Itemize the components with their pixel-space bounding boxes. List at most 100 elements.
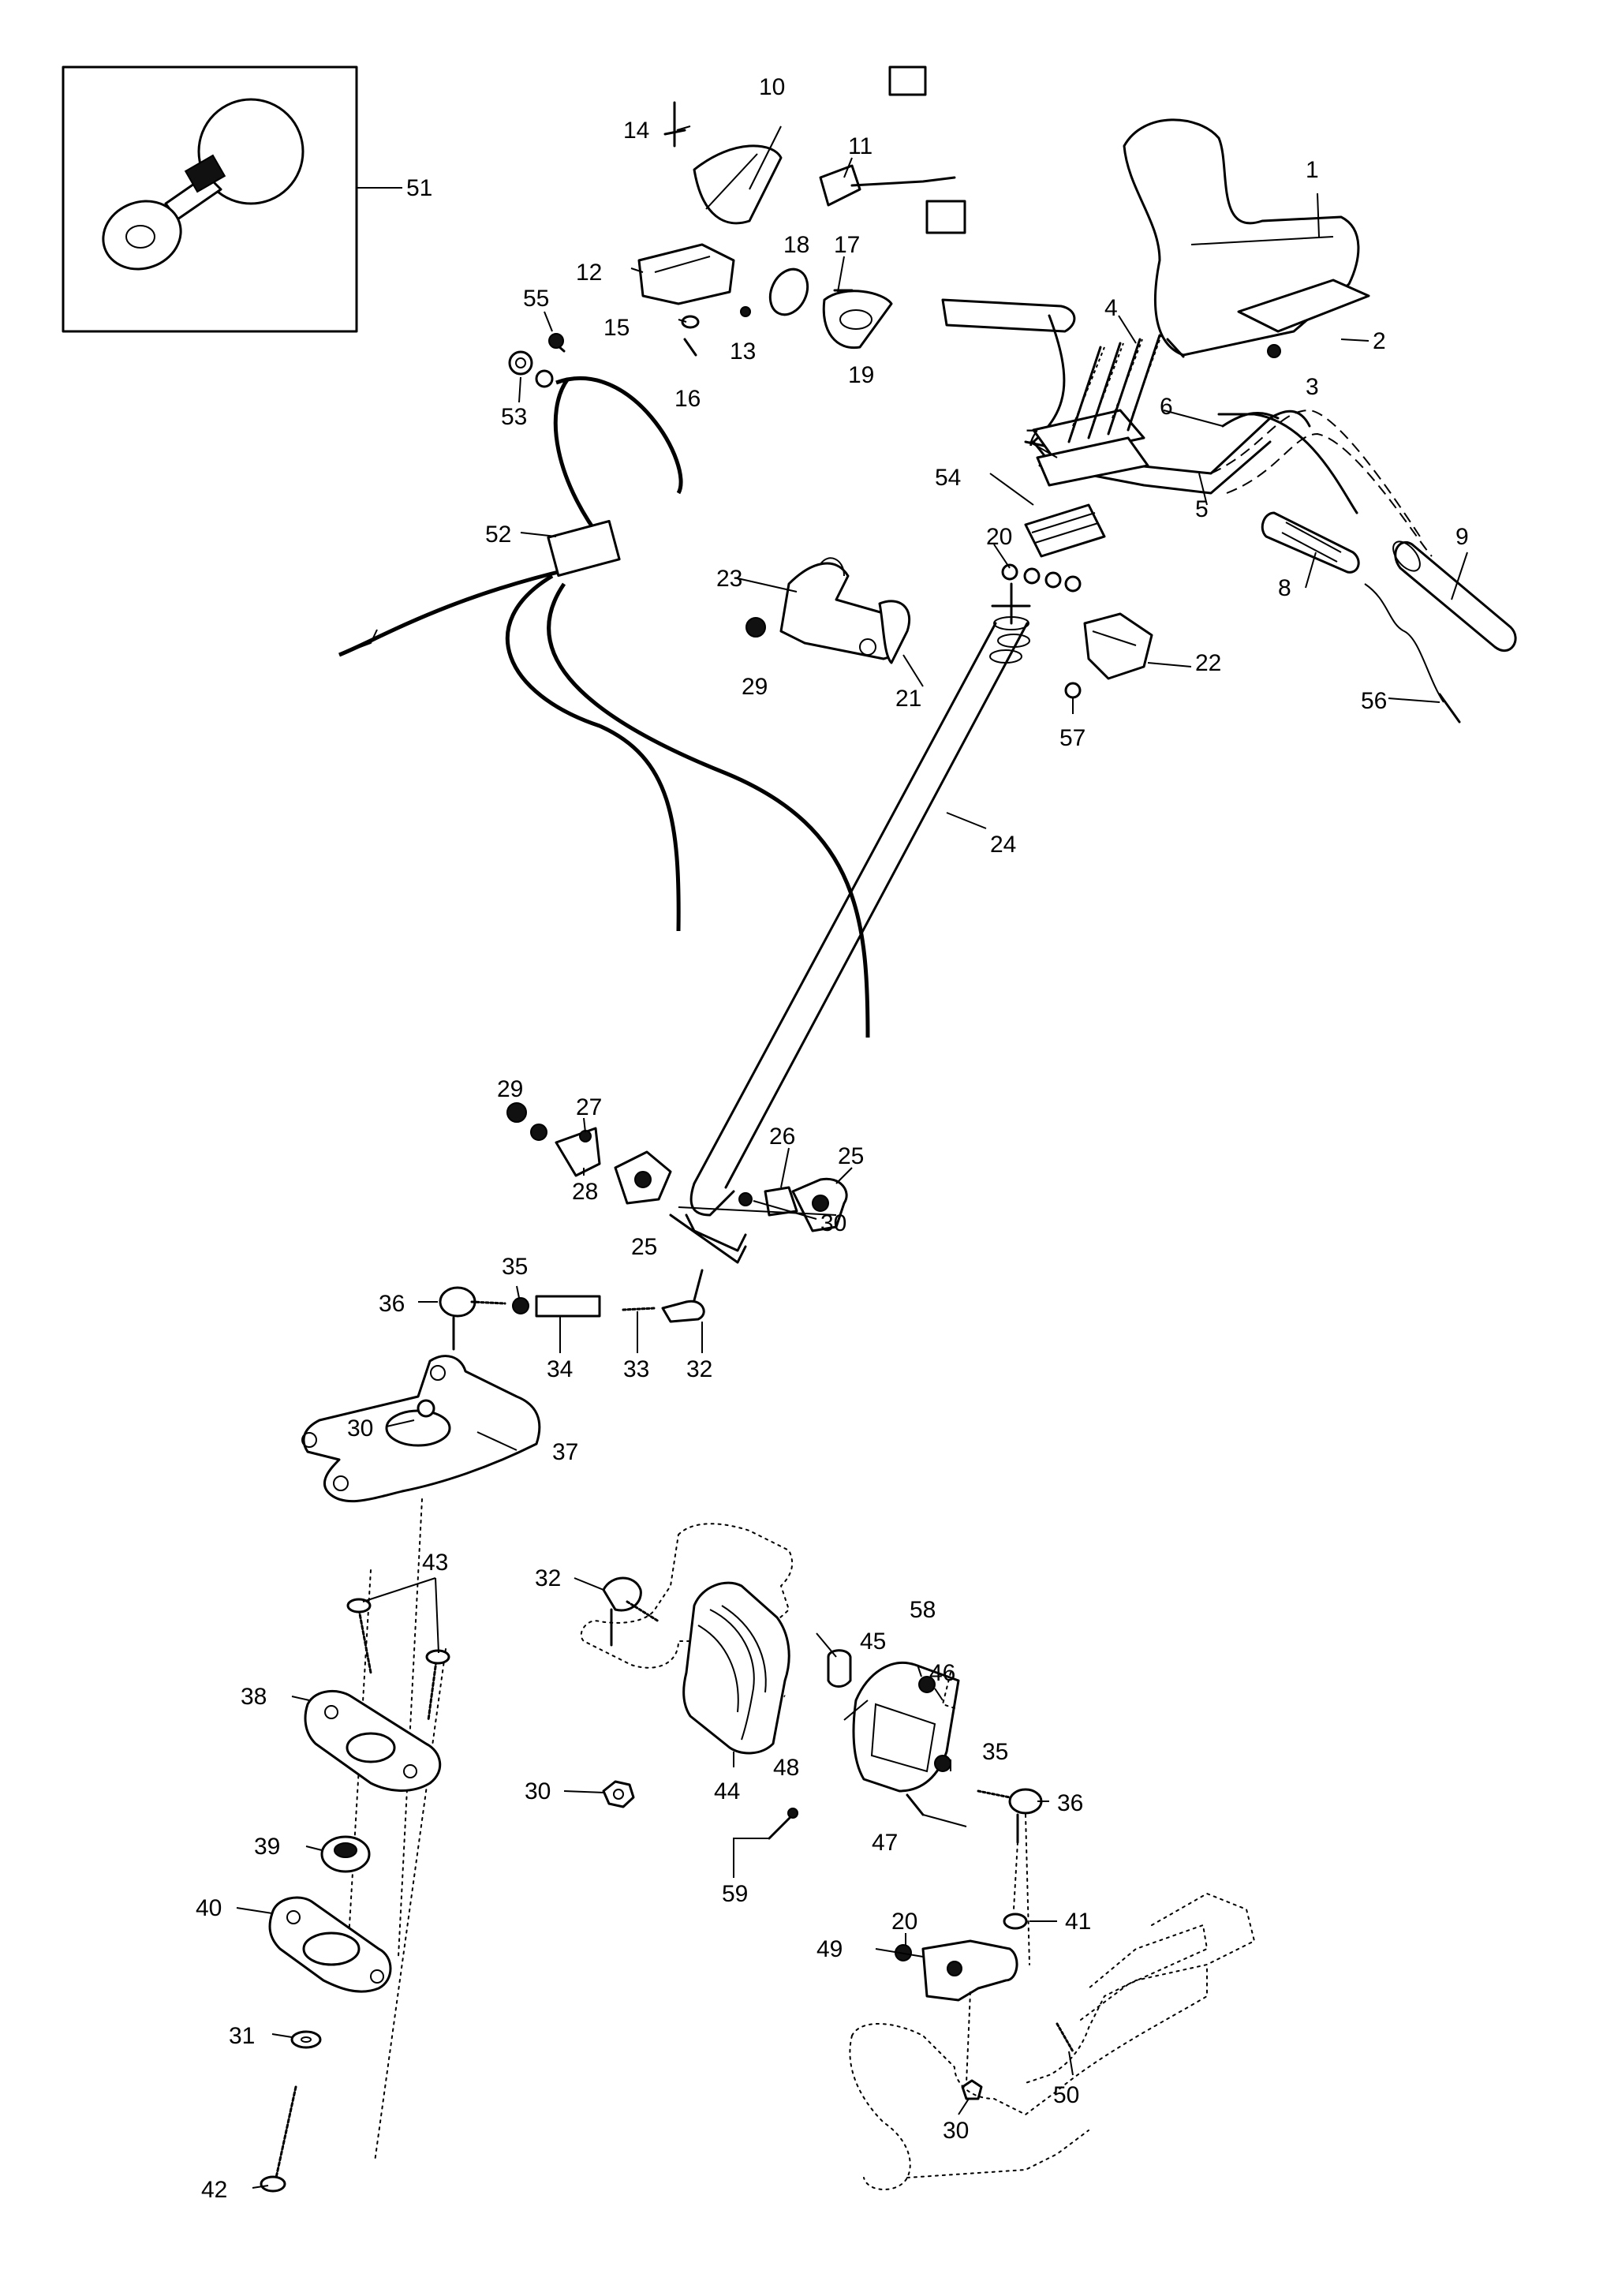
callout-2: 2	[1373, 328, 1386, 354]
callout-23: 23	[716, 566, 742, 592]
callout-53: 53	[501, 404, 527, 430]
cable-down-a	[505, 574, 681, 932]
callout-17: 17	[834, 232, 860, 258]
callout-19: 19	[848, 362, 874, 388]
cap-18	[768, 267, 809, 316]
gearbox-44	[682, 1581, 790, 1755]
callout-49: 49	[816, 1936, 843, 1962]
handlebar-assembly	[941, 298, 1517, 724]
handlebar-5	[1210, 409, 1421, 537]
callout-16: 16	[674, 386, 701, 412]
inset-frame	[62, 65, 358, 333]
nut-29a	[745, 617, 766, 638]
nut-29b	[506, 1102, 527, 1123]
nut-30d	[961, 2079, 983, 2100]
callout-29a: 29	[742, 674, 768, 700]
nut-30b	[417, 1399, 435, 1418]
callout-51: 51	[406, 175, 432, 201]
callout-15: 15	[603, 315, 630, 341]
callout-27: 27	[576, 1094, 602, 1120]
callout-21: 21	[895, 686, 921, 712]
callout-33: 33	[623, 1356, 649, 1382]
callout-54: 54	[935, 465, 961, 491]
column-bracket	[669, 1213, 747, 1264]
switch-cap-top	[888, 65, 927, 96]
callout-20b: 20	[891, 1909, 917, 1935]
cable-left	[338, 567, 569, 657]
callout-13: 13	[730, 338, 756, 365]
bolt-43a	[357, 1608, 372, 1674]
callout-36b: 36	[1057, 1790, 1083, 1816]
callout-55: 55	[523, 286, 549, 312]
handlebar-cover	[1123, 118, 1370, 358]
callout-45: 45	[860, 1629, 886, 1655]
callout-1: 1	[1306, 157, 1319, 183]
switch-lever-10	[693, 144, 783, 225]
callout-28: 28	[572, 1179, 598, 1205]
callout-25a: 25	[631, 1234, 657, 1260]
screw-3	[1267, 344, 1281, 358]
callout-39: 39	[254, 1834, 280, 1860]
sleeve-26	[764, 1186, 798, 1217]
horn-clamp	[184, 154, 226, 193]
handlebar-left-end	[941, 298, 1076, 333]
callout-12: 12	[576, 260, 602, 286]
callout-8: 8	[1278, 575, 1291, 601]
callout-37: 37	[552, 1439, 578, 1465]
nut-57	[1064, 682, 1082, 699]
switch-block-12	[637, 243, 735, 305]
washer-31	[290, 2030, 322, 2049]
callout-11: 11	[848, 133, 872, 159]
nut-30c	[602, 1780, 635, 1808]
column-fittings	[506, 1102, 848, 1232]
callout-30d: 30	[943, 2118, 969, 2144]
screw-4	[1166, 338, 1185, 358]
callout-30a: 30	[820, 1210, 846, 1236]
callout-38: 38	[241, 1684, 267, 1710]
rod-end-36a	[439, 1286, 476, 1318]
tie-rod	[439, 1269, 705, 1351]
callout-7: 7	[1026, 425, 1039, 451]
cable-end-bolt	[535, 369, 554, 388]
callout-50: 50	[1053, 2082, 1079, 2108]
callout-35b: 35	[982, 1739, 1008, 1765]
washer-53	[508, 350, 533, 376]
block-22	[1083, 612, 1153, 680]
column-24	[693, 622, 997, 1185]
cover-panel-2	[1237, 279, 1370, 333]
leader-lines	[236, 125, 1468, 2189]
screw-58	[918, 1676, 936, 1693]
callout-32a: 32	[686, 1356, 712, 1382]
horn-bell	[102, 200, 182, 271]
callout-32b: 32	[535, 1565, 561, 1591]
callout-46: 46	[929, 1660, 955, 1686]
cable-end-connector	[338, 629, 378, 656]
callout-5: 5	[1195, 496, 1209, 522]
callout-36a: 36	[379, 1291, 405, 1317]
nut-35a	[512, 1297, 529, 1314]
nut-20a	[1001, 563, 1018, 581]
callout-59: 59	[722, 1881, 748, 1907]
callout-44: 44	[714, 1778, 740, 1804]
washer-15	[681, 315, 700, 329]
rod-end-36b	[1008, 1788, 1043, 1815]
callout-4: 4	[1104, 295, 1118, 321]
plate-54	[1024, 503, 1106, 558]
clamp-upper-7	[1032, 409, 1145, 459]
callout-34: 34	[547, 1356, 573, 1382]
rod-end-32b	[602, 1576, 642, 1612]
bracket-28	[555, 1127, 601, 1177]
callout-48: 48	[773, 1755, 799, 1781]
callout-58: 58	[910, 1597, 936, 1623]
callout-14: 14	[623, 118, 649, 144]
callout-30c: 30	[525, 1778, 551, 1804]
callout-57: 57	[1059, 725, 1085, 751]
frame-outline-right	[851, 1963, 1208, 2116]
callout-52: 52	[485, 522, 511, 548]
cable-upper	[555, 376, 683, 495]
switch-housing-11	[819, 164, 861, 207]
spring-16	[683, 338, 697, 357]
screw-59	[768, 1813, 794, 1840]
horn-inset	[62, 65, 358, 333]
